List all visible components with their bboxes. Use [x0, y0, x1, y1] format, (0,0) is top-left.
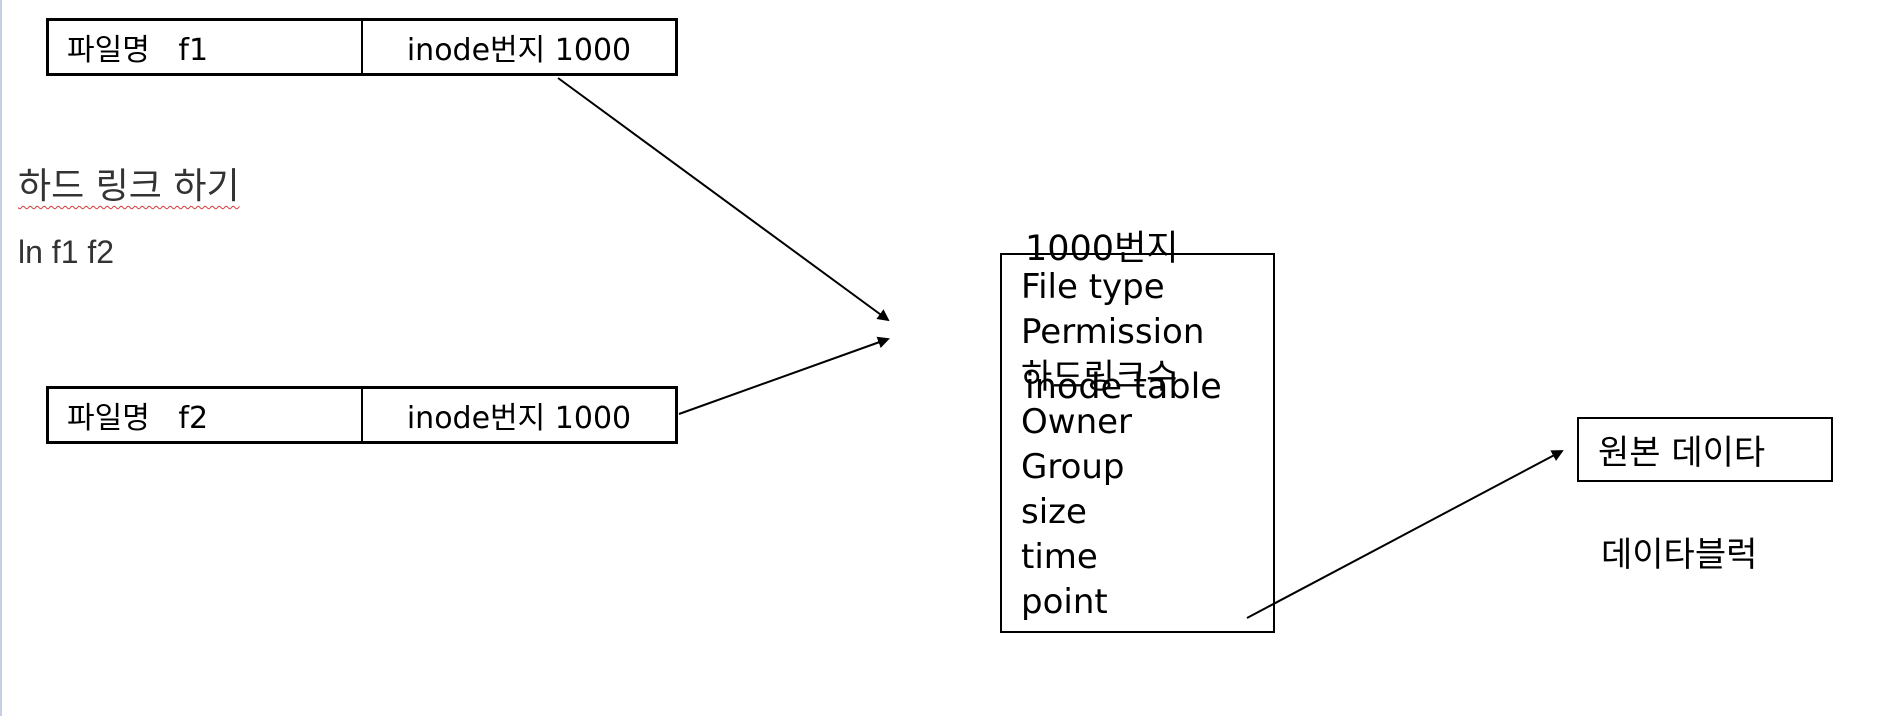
entry-f1-filename: 파일명 f1: [49, 21, 363, 73]
arrow-point-to-data: [1246, 450, 1564, 619]
inode-table-caption: 1000번지 inode table: [1025, 134, 1222, 456]
original-data-box: 원본 데이타: [1577, 417, 1833, 482]
inode-table-box: File type Permission 하드링크수 Owner Group s…: [1000, 253, 1275, 633]
inode-field-owner: Owner: [1021, 402, 1133, 442]
inode-field-point: point: [1021, 582, 1108, 622]
hard-link-heading: 하드 링크 하기: [18, 166, 240, 207]
entry-f2-filename: 파일명 f2: [49, 389, 363, 441]
inode-field-time: time: [1021, 537, 1098, 577]
directory-entry-f2: 파일명 f2 inode번지 1000: [46, 386, 678, 444]
inode-field-link-count: 하드링크수: [1021, 357, 1178, 397]
inode-field-size: size: [1021, 492, 1087, 532]
entry-f1-inode-address: inode번지 1000: [406, 33, 632, 68]
entry-f2-inode-address: inode번지 1000: [406, 401, 632, 436]
inode-address-label: 1000번지: [1025, 229, 1179, 269]
left-margin-rule: [0, 0, 2, 716]
arrow-f2-to-inode: [678, 336, 890, 415]
inode-field-permission: Permission: [1021, 312, 1205, 352]
ln-command: ln f1 f2: [18, 234, 115, 270]
arrow-f1-to-inode: [557, 77, 890, 322]
directory-entry-f1: 파일명 f1 inode번지 1000: [46, 18, 678, 76]
inode-table-title: inode table: [1025, 367, 1222, 407]
data-block-label: 데이타블럭: [1601, 535, 1758, 575]
inode-field-file-type: File type: [1021, 267, 1165, 307]
inode-field-group: Group: [1021, 447, 1125, 487]
